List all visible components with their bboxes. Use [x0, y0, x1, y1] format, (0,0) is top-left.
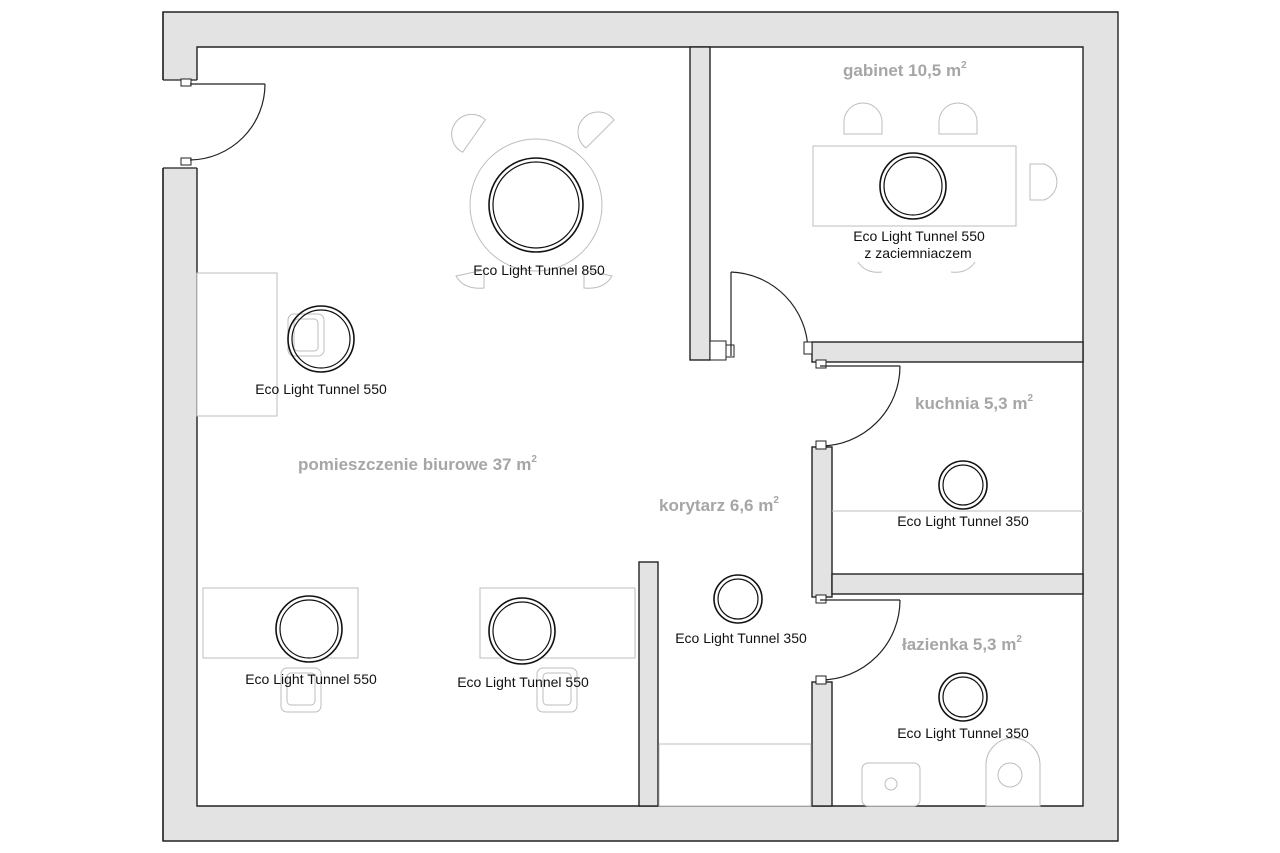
skylight-bathroom [938, 672, 988, 722]
wall-corridor-kitchen [811, 446, 833, 598]
bathroom-toilet [985, 737, 1041, 807]
skylight-office-desk-2 [488, 597, 556, 665]
bathroom-door [815, 594, 901, 685]
main-door-opening [160, 80, 200, 168]
wall-office-corridor [638, 561, 659, 807]
wall-kitchen-bath [831, 573, 1084, 595]
wall-corridor-bath [811, 681, 833, 807]
skylight-office-desk-1 [275, 595, 343, 663]
skylight-kitchen-label: Eco Light Tunnel 350 [897, 513, 1029, 529]
skylight-office-left-label: Eco Light Tunnel 550 [255, 381, 387, 397]
bathroom-sink [861, 762, 921, 807]
skylight-office-left [287, 305, 355, 373]
skylight-bathroom-label: Eco Light Tunnel 350 [897, 725, 1029, 741]
skylight-850-label: Eco Light Tunnel 850 [473, 262, 605, 278]
skylight-study-label-2: z zaciemniaczem [864, 245, 971, 261]
main-door [189, 83, 266, 161]
room-label-bathroom: łazienka 5,3 m2 [902, 634, 1022, 654]
wall-study-bottom [811, 341, 1084, 363]
room-label-study: gabinet 10,5 m2 [843, 60, 967, 80]
wall-office-study [689, 46, 711, 361]
room-label-kitchen: kuchnia 5,3 m2 [915, 393, 1033, 413]
room-label-office: pomieszczenie biurowe 37 m2 [298, 454, 537, 474]
skylight-kitchen [938, 460, 988, 510]
room-label-corridor: korytarz 6,6 m2 [659, 495, 779, 515]
skylight-study [879, 152, 947, 220]
study-door [725, 271, 813, 358]
skylight-corridor-label: Eco Light Tunnel 350 [675, 630, 807, 646]
skylight-corridor [713, 574, 763, 624]
kitchen-door [815, 359, 901, 450]
skylight-study-label-1: Eco Light Tunnel 550 [853, 228, 985, 244]
office-side-cabinet [196, 272, 325, 417]
skylight-office-desk-2-label: Eco Light Tunnel 550 [457, 674, 589, 690]
skylight-office-desk-1-label: Eco Light Tunnel 550 [245, 671, 377, 687]
corridor-cabinet [658, 743, 812, 807]
skylight-850 [488, 157, 584, 253]
